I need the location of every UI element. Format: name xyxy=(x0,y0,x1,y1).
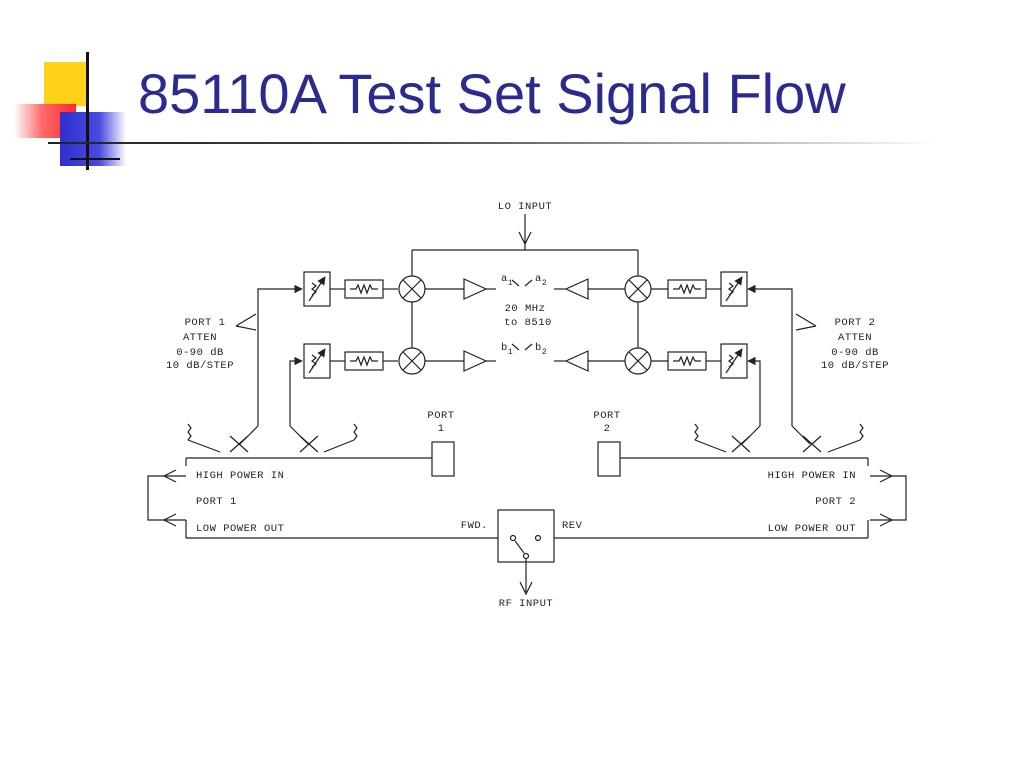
left-coupler-paths xyxy=(187,284,358,453)
svg-text:PORT: PORT xyxy=(593,410,620,422)
right-top-chain xyxy=(554,271,748,307)
port2-atten-label: PORT 2 ATTEN 0-90 dB 10 dB/STEP xyxy=(821,317,889,372)
high-power-in-right: HIGH POWER IN xyxy=(768,470,856,482)
svg-text:0-90 dB: 0-90 dB xyxy=(176,347,224,359)
left-top-chain xyxy=(303,271,496,307)
svg-text:1: 1 xyxy=(438,423,445,435)
port1-atten-label: PORT 1 ATTEN 0-90 dB 10 dB/STEP xyxy=(166,317,234,372)
port1-side-label: PORT 1 xyxy=(196,496,237,508)
a1-label: a1 xyxy=(501,273,513,288)
channel-leader-lines xyxy=(511,279,533,351)
rf-switch xyxy=(497,509,555,596)
right-bottom-chain xyxy=(554,343,748,379)
port2-connector: PORT 2 xyxy=(593,410,621,477)
svg-text:0-90 dB: 0-90 dB xyxy=(831,347,879,359)
lo-input-label: LO INPUT xyxy=(498,201,552,213)
deco-yellow-square xyxy=(44,62,88,106)
port2-side-label: PORT 2 xyxy=(815,496,856,508)
svg-text:ATTEN: ATTEN xyxy=(838,332,872,344)
if-label-line2: to 8510 xyxy=(504,317,552,329)
b1-label: b1 xyxy=(501,342,513,357)
svg-text:ATTEN: ATTEN xyxy=(183,332,217,344)
main-lines xyxy=(147,457,907,539)
svg-text:10 dB/STEP: 10 dB/STEP xyxy=(821,360,889,372)
title-underline xyxy=(48,142,938,144)
a2-label: a2 xyxy=(535,273,547,288)
right-coupler-paths xyxy=(694,284,864,453)
fwd-label: FWD. xyxy=(461,520,488,532)
if-label-line1: 20 MHz xyxy=(505,303,546,315)
svg-text:PORT 1: PORT 1 xyxy=(185,317,226,329)
rev-label: REV xyxy=(562,520,583,532)
high-power-in-left: HIGH POWER IN xyxy=(196,470,284,482)
port1-connector: PORT 1 xyxy=(427,410,455,477)
deco-short-line xyxy=(70,158,120,160)
svg-text:PORT 2: PORT 2 xyxy=(835,317,876,329)
slide-title: 85110A Test Set Signal Flow xyxy=(138,62,846,125)
low-power-out-left: LOW POWER OUT xyxy=(196,523,284,535)
rf-input-label: RF INPUT xyxy=(499,598,553,610)
svg-text:10 dB/STEP: 10 dB/STEP xyxy=(166,360,234,372)
svg-text:PORT: PORT xyxy=(427,410,454,422)
left-bottom-chain xyxy=(303,343,496,379)
lo-distribution xyxy=(411,214,639,348)
svg-text:2: 2 xyxy=(604,423,611,435)
b2-label: b2 xyxy=(535,342,547,357)
deco-vertical-line xyxy=(86,52,89,170)
deco-blue-square xyxy=(60,112,126,166)
low-power-out-right: LOW POWER OUT xyxy=(768,523,856,535)
